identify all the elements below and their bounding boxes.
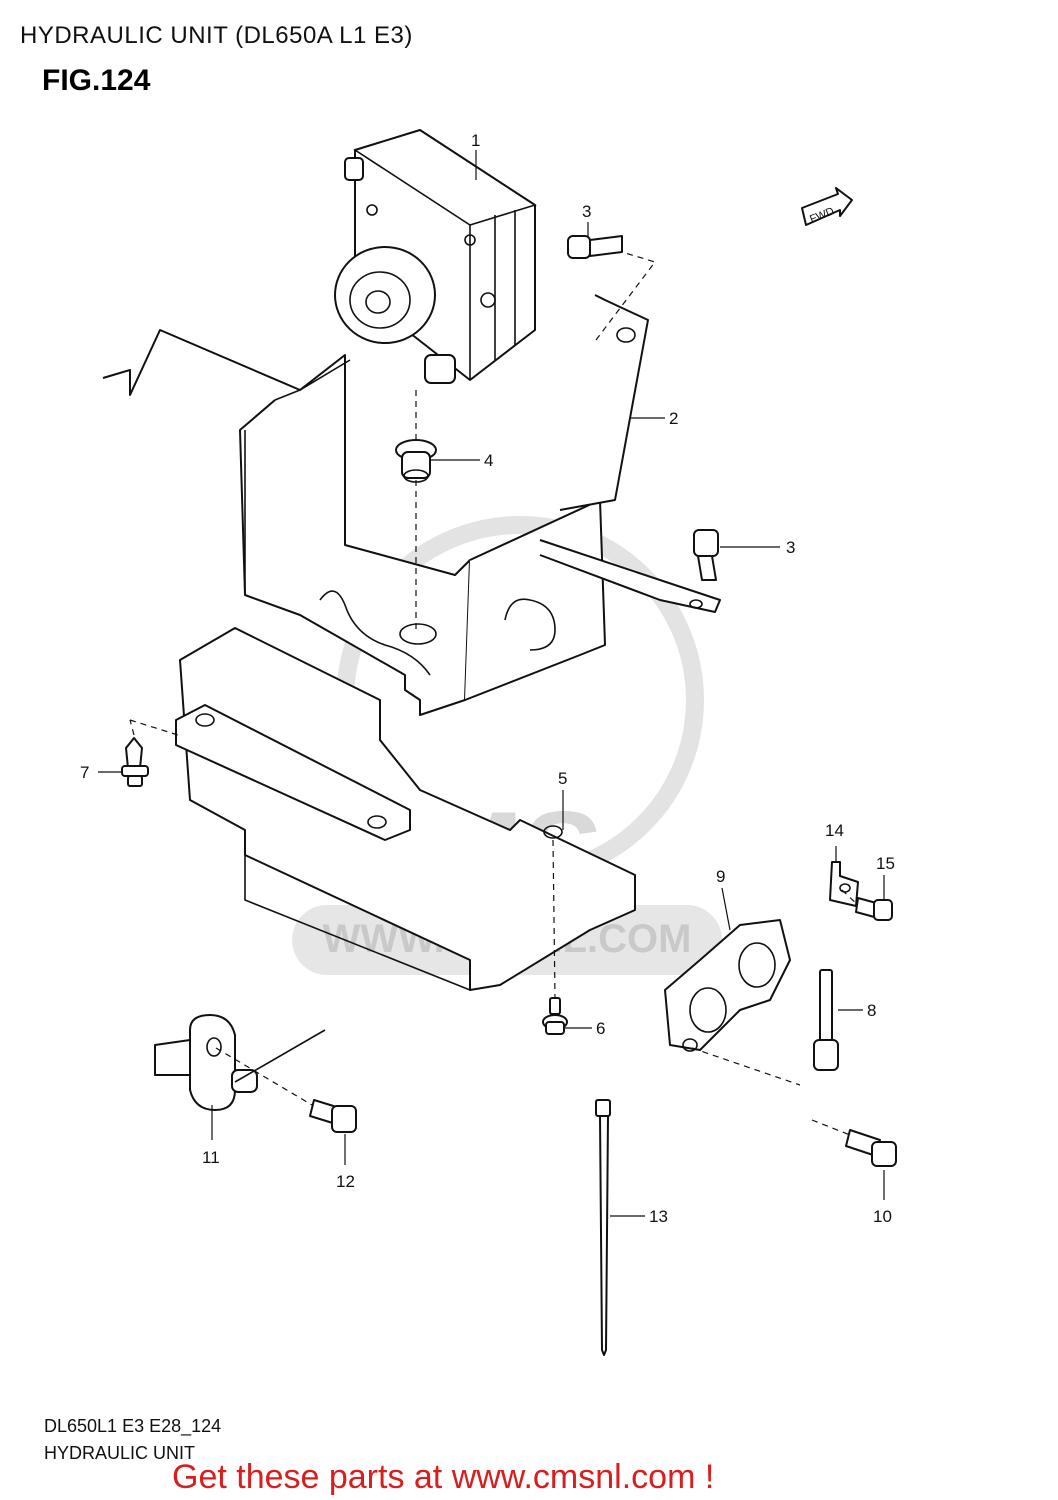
part-14-clip bbox=[829, 861, 859, 907]
callout-3-right: 3 bbox=[786, 538, 795, 557]
part-2-bracket bbox=[102, 294, 721, 716]
callout-15: 15 bbox=[876, 854, 895, 873]
part-8-sensor bbox=[813, 969, 839, 1071]
callout-8: 8 bbox=[867, 1001, 876, 1020]
part-5-cover bbox=[175, 627, 636, 991]
promo-link[interactable]: Get these parts at www.cmsnl.com ! bbox=[172, 1458, 715, 1496]
part-3-bolt-right bbox=[693, 529, 719, 581]
figure-number: FIG.124 bbox=[42, 64, 151, 97]
callout-2: 2 bbox=[669, 409, 678, 428]
callout-11: 11 bbox=[202, 1148, 220, 1167]
callout-12: 12 bbox=[336, 1172, 355, 1191]
part-15-screw bbox=[855, 897, 893, 921]
callout-13: 13 bbox=[649, 1207, 668, 1226]
callout-numbers: 1 2 3 3 4 5 6 7 8 9 10 11 12 13 14 15 bbox=[80, 131, 895, 1226]
part-1-hydraulic-unit bbox=[334, 129, 537, 384]
part-9-sensor-bracket bbox=[664, 919, 791, 1052]
part-3-bolt-upper bbox=[567, 235, 623, 259]
part-6-bolt bbox=[542, 997, 568, 1035]
part-12-bolt bbox=[309, 1099, 357, 1133]
callout-5: 5 bbox=[558, 769, 567, 788]
leader-lines bbox=[98, 150, 885, 1217]
callout-3-upper: 3 bbox=[582, 202, 591, 221]
fwd-arrow-icon: FWD bbox=[801, 187, 853, 226]
part-10-bolt bbox=[845, 1129, 897, 1167]
diagram-name: HYDRAULIC UNIT bbox=[44, 1443, 196, 1463]
callout-4: 4 bbox=[484, 451, 493, 470]
part-4-grommet bbox=[395, 439, 437, 483]
callout-14: 14 bbox=[825, 821, 844, 840]
part-7-clip bbox=[121, 737, 149, 787]
callout-10: 10 bbox=[873, 1207, 892, 1226]
callout-9: 9 bbox=[716, 867, 725, 886]
part-11-speed-sensor bbox=[154, 1014, 258, 1111]
part-13-cable-tie bbox=[595, 1099, 611, 1356]
callout-1: 1 bbox=[471, 131, 480, 150]
diagram-code: DL650L1 E3 E28_124 bbox=[44, 1416, 222, 1436]
page-title: HYDRAULIC UNIT (DL650A L1 E3) bbox=[20, 22, 413, 49]
callout-7: 7 bbox=[80, 763, 89, 782]
callout-6: 6 bbox=[596, 1019, 605, 1038]
